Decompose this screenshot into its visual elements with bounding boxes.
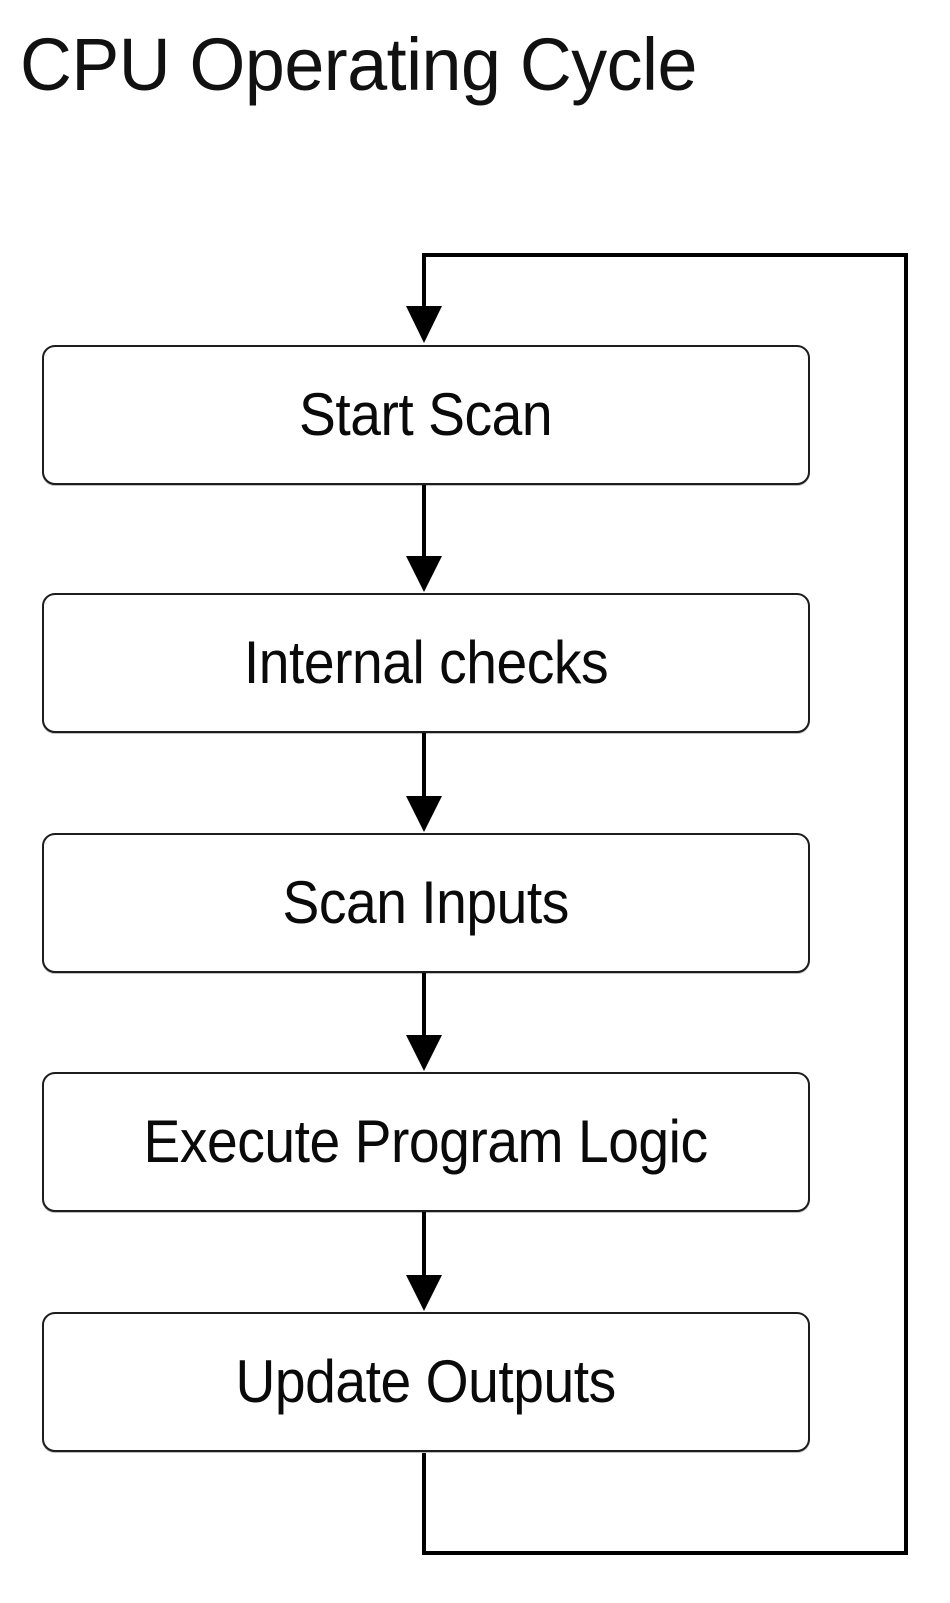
flow-node-label: Internal checks bbox=[243, 629, 609, 696]
flow-node-scan-inputs[interactable]: Scan Inputs bbox=[42, 833, 810, 973]
flow-node-start-scan[interactable]: Start Scan bbox=[42, 345, 810, 485]
flow-node-label: Update Outputs bbox=[235, 1348, 617, 1415]
flow-node-update-outputs[interactable]: Update Outputs bbox=[42, 1312, 810, 1452]
flow-node-label: Scan Inputs bbox=[282, 869, 570, 936]
edge-start-scan-to-internal-checks bbox=[406, 485, 442, 592]
flow-node-execute-program-logic[interactable]: Execute Program Logic bbox=[42, 1072, 810, 1212]
edge-internal-checks-to-scan-inputs bbox=[406, 725, 442, 832]
page-title: CPU Operating Cycle bbox=[20, 23, 697, 106]
flow-node-label: Execute Program Logic bbox=[143, 1108, 709, 1175]
flow-node-internal-checks[interactable]: Internal checks bbox=[42, 593, 810, 733]
edge-scan-inputs-to-execute-program-logic bbox=[406, 965, 442, 1071]
edge-execute-program-logic-to-update-outputs bbox=[406, 1204, 442, 1311]
flow-node-label: Start Scan bbox=[299, 381, 553, 448]
